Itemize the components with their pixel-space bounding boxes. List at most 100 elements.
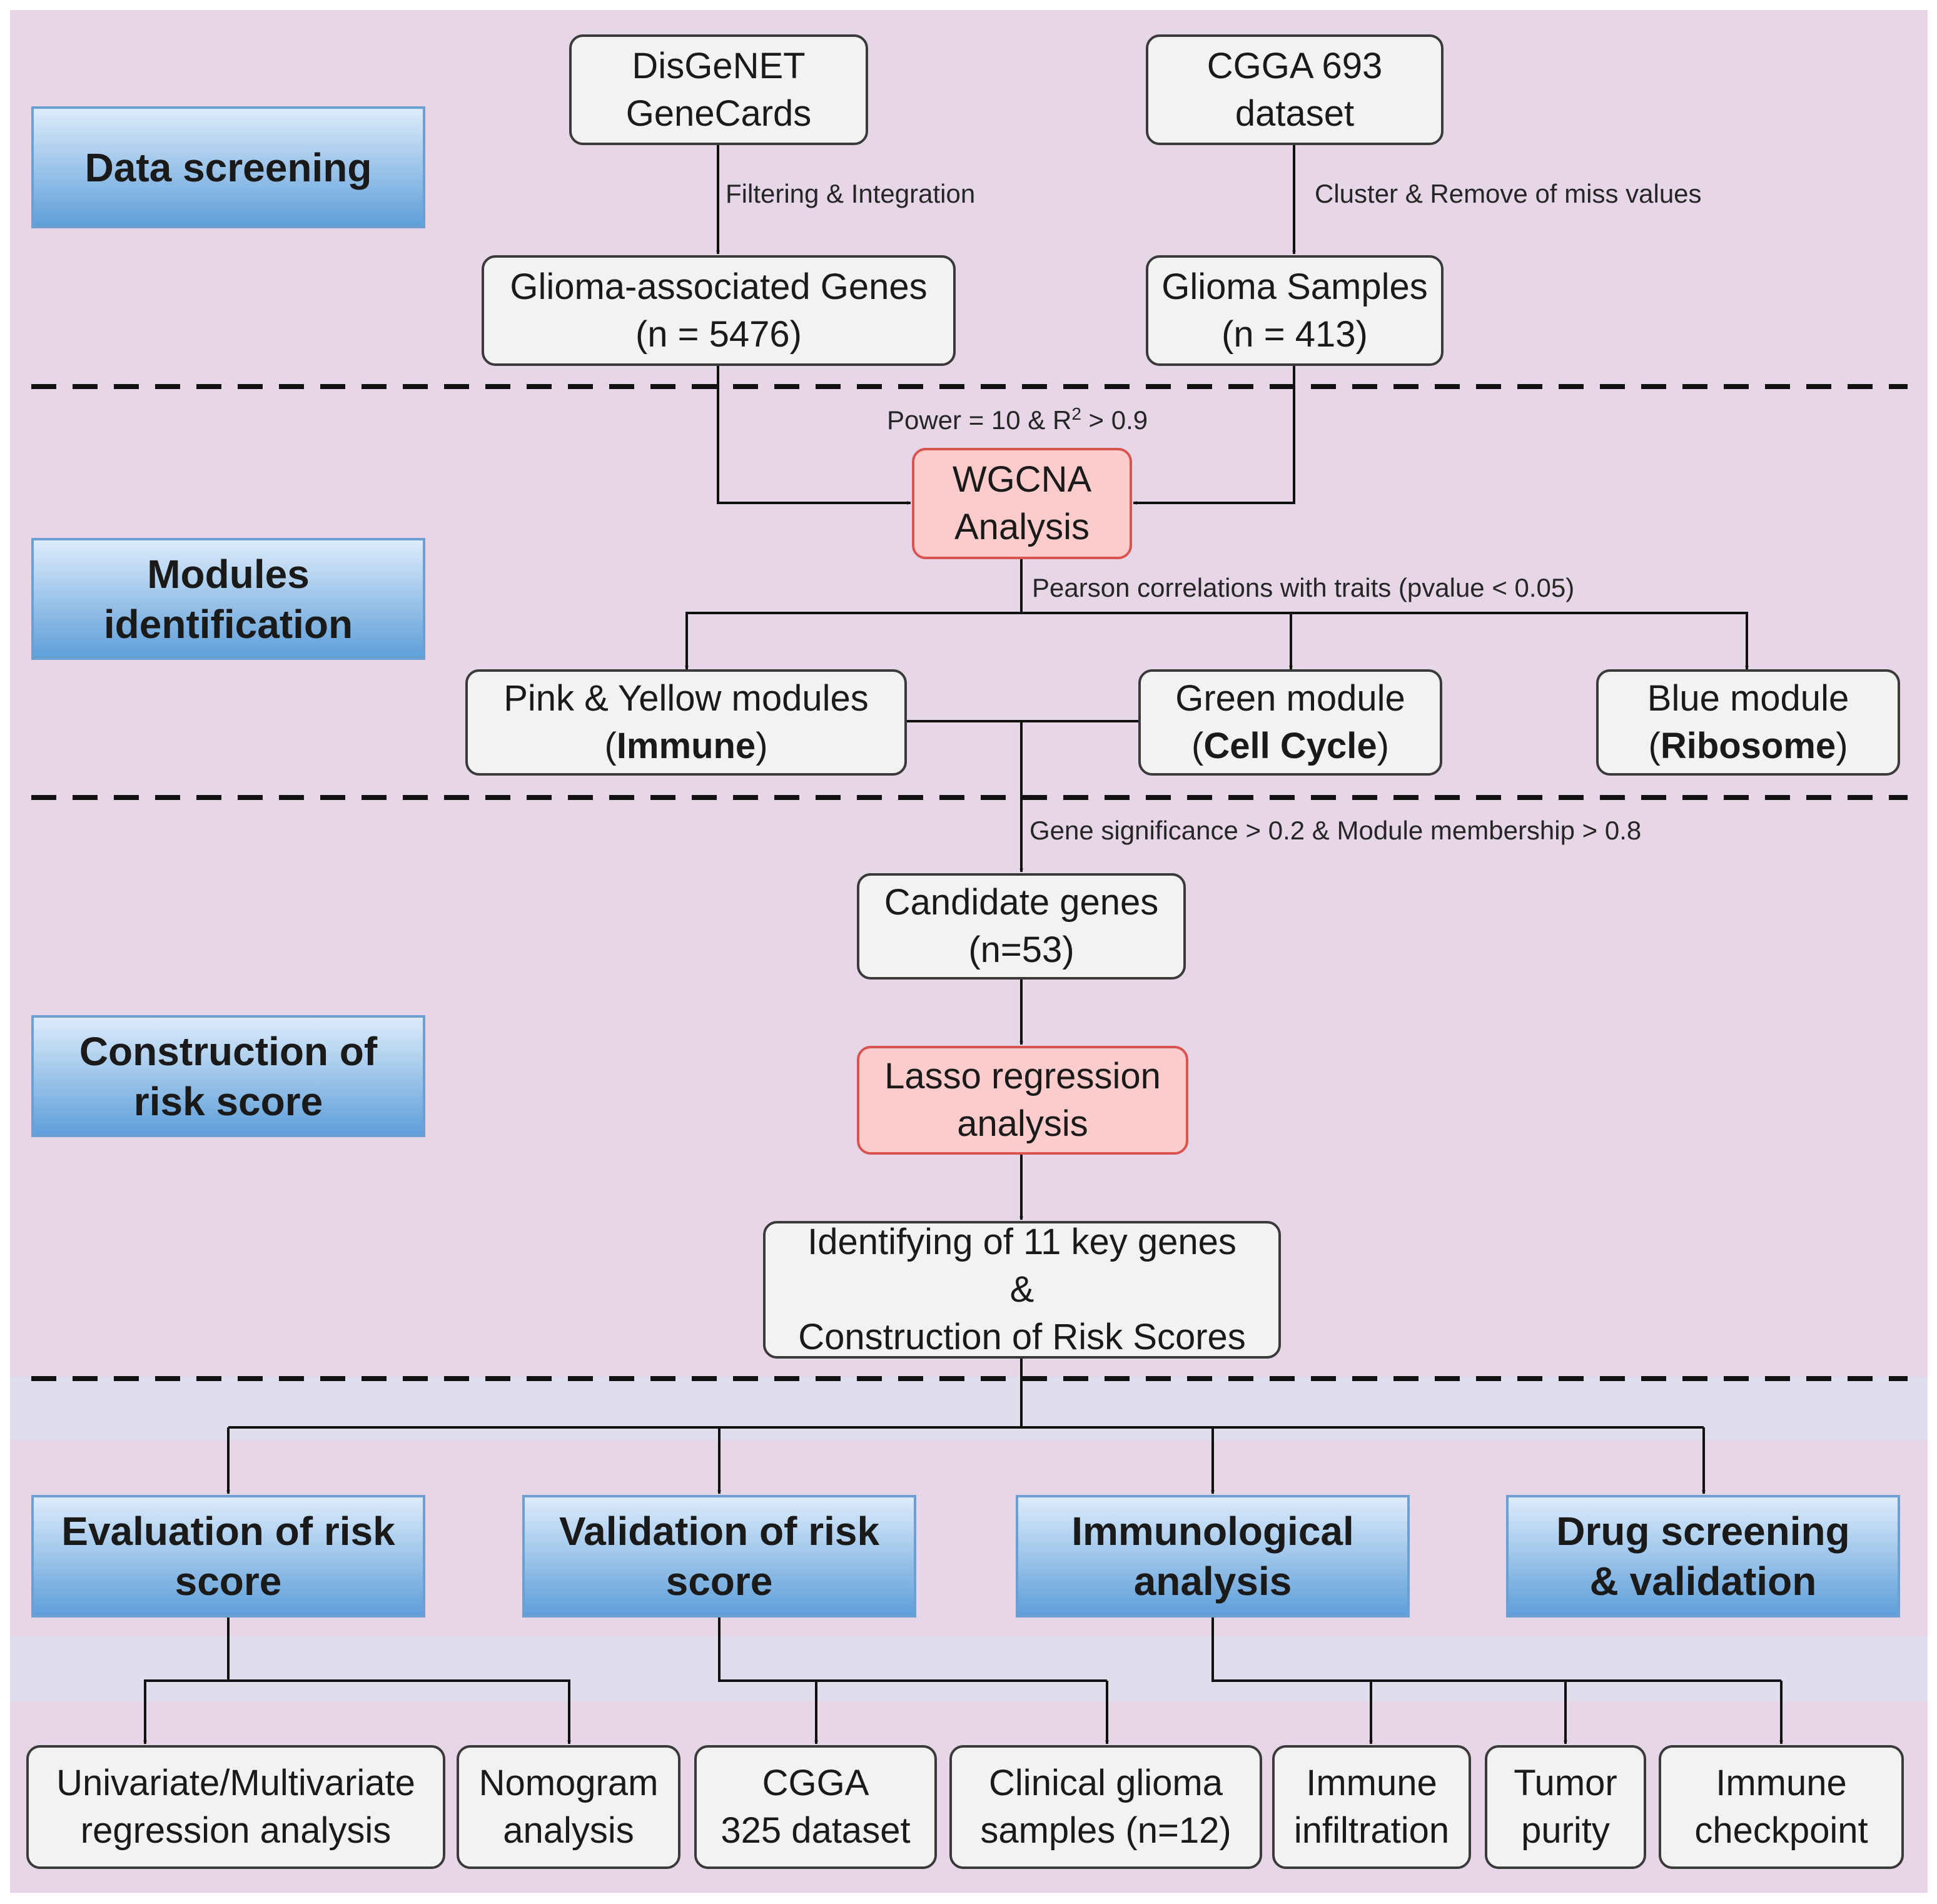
univariate-line2: regression analysis (80, 1810, 392, 1851)
node-genes-line1: Glioma-associated Genes (510, 266, 928, 307)
node-immune-checkpoint: Immune checkpoint (1659, 1745, 1904, 1869)
label-filtering: Filtering & Integration (726, 179, 976, 208)
label-power: Power = 10 & R2 > 0.9 (887, 404, 1148, 435)
node-samples-line1: Glioma Samples (1161, 266, 1428, 307)
stage-modules-line1: Modules (147, 551, 310, 597)
drug-line1: Drug screening (1556, 1509, 1850, 1554)
node-key-genes-risk-scores: Identifying of 11 key genes & Constructi… (763, 1221, 1281, 1359)
label-power-prefix: Power = 10 & R (887, 405, 1072, 435)
node-green-line2: (Cell Cycle) (1191, 722, 1389, 770)
drug-line2: & validation (1589, 1559, 1817, 1604)
arrow-to-blue-module (1291, 612, 1749, 670)
blue-bold-ribosome: Ribosome (1660, 726, 1836, 766)
evaluation-line1: Evaluation of risk (61, 1509, 395, 1554)
node-candidate-genes: Candidate genes (n=53) (857, 873, 1186, 980)
node-blue-module: Blue module (Ribosome) (1596, 669, 1900, 776)
clinical-line2: samples (n=12) (980, 1810, 1231, 1851)
node-univariate-multivariate: Univariate/Multivariate regression analy… (26, 1745, 445, 1869)
blue-paren-open: ( (1648, 726, 1661, 766)
node-wgcna: WGCNA Analysis (912, 448, 1132, 559)
stage-data-screening: Data screening (31, 106, 425, 228)
immunological-line2: analysis (1133, 1559, 1292, 1604)
infiltration-line1: Immune (1306, 1763, 1437, 1803)
node-tumor-purity: Tumor purity (1485, 1745, 1646, 1869)
pink-paren-close: ) (756, 726, 768, 766)
stage-construction-line2: risk score (133, 1078, 323, 1124)
label-pearson: Pearson correlations with traits (pvalue… (1032, 573, 1575, 602)
stage-drug-screening: Drug screening & validation (1506, 1495, 1900, 1618)
nomogram-line2: analysis (503, 1810, 634, 1851)
checkpoint-line2: checkpoint (1694, 1810, 1868, 1851)
node-key-line1: Identifying of 11 key genes (807, 1222, 1237, 1262)
node-blue-line1: Blue module (1647, 678, 1849, 719)
immunological-line1: Immunological (1071, 1509, 1354, 1554)
node-glioma-samples: Glioma Samples (n = 413) (1146, 255, 1444, 366)
arrow-to-pink-module (685, 612, 1021, 670)
node-cgga325: CGGA 325 dataset (694, 1745, 937, 1869)
stage-immunological: Immunological analysis (1016, 1495, 1410, 1618)
node-candidate-line1: Candidate genes (884, 882, 1159, 923)
node-blue-line2: (Ribosome) (1648, 722, 1848, 770)
stage-evaluation: Evaluation of risk score (31, 1495, 425, 1618)
node-cgga693: CGGA 693 dataset (1146, 34, 1444, 145)
node-key-line2: & (1009, 1269, 1034, 1310)
arrow-to-univariate (143, 1679, 228, 1744)
node-disgenet-genecards: DisGeNET GeneCards (569, 34, 868, 145)
line-immunological-branch (1211, 1618, 1781, 1682)
checkpoint-line1: Immune (1716, 1763, 1847, 1803)
validation-line2: score (665, 1559, 773, 1604)
stage-modules-line2: identification (103, 601, 353, 647)
node-lasso-line2: analysis (957, 1103, 1088, 1144)
node-clinical-samples: Clinical glioma samples (n=12) (949, 1745, 1262, 1869)
green-paren-open: ( (1191, 726, 1204, 766)
node-samples-line2: (n = 413) (1221, 313, 1368, 355)
node-candidate-line2: (n=53) (968, 929, 1075, 970)
arrow-genes-to-wgcna (717, 366, 911, 505)
label-power-sup: 2 (1071, 404, 1081, 423)
label-power-suffix: > 0.9 (1081, 405, 1148, 435)
node-key-line3: Construction of Risk Scores (798, 1317, 1246, 1357)
label-cluster: Cluster & Remove of miss values (1315, 179, 1702, 208)
node-nomogram: Nomogram analysis (457, 1745, 680, 1869)
node-pink-line1: Pink & Yellow modules (503, 678, 869, 719)
label-gene-significance: Gene significance > 0.2 & Module members… (1029, 816, 1642, 845)
green-paren-close: ) (1377, 726, 1389, 766)
cgga325-line1: CGGA (762, 1763, 869, 1803)
stage-validation: Validation of risk score (522, 1495, 916, 1618)
stage-data-screening-label: Data screening (84, 144, 372, 190)
line-validation-branch (718, 1618, 1107, 1682)
node-cgga693-line2: dataset (1235, 93, 1355, 134)
node-green-module: Green module (Cell Cycle) (1138, 669, 1442, 776)
stage-modules-identification: Modules identification (31, 538, 425, 660)
node-wgcna-line1: WGCNA (952, 459, 1092, 500)
stage-construction-line1: Construction of (79, 1028, 378, 1074)
arrow-to-nomogram (228, 1679, 571, 1744)
green-bold-cell-cycle: Cell Cycle (1203, 726, 1377, 766)
blue-paren-close: ) (1836, 726, 1848, 766)
validation-line1: Validation of risk (559, 1509, 880, 1554)
purity-line1: Tumor (1514, 1763, 1617, 1803)
clinical-line1: Clinical glioma (989, 1763, 1223, 1803)
nomogram-line1: Nomogram (478, 1763, 659, 1803)
node-lasso-line1: Lasso regression (884, 1056, 1161, 1096)
background-band-3 (10, 1636, 1928, 1701)
node-lasso-regression: Lasso regression analysis (857, 1046, 1188, 1155)
node-pink-yellow-modules: Pink & Yellow modules (Immune) (465, 669, 907, 776)
node-wgcna-line2: Analysis (954, 507, 1090, 547)
node-disgenet-label: DisGeNET (632, 45, 806, 86)
arrow-to-green-module (1021, 612, 1293, 670)
arrow-samples-to-wgcna (1133, 366, 1295, 505)
cgga325-line2: 325 dataset (721, 1810, 911, 1851)
node-immune-infiltration: Immune infiltration (1272, 1745, 1471, 1869)
background-band-1 (10, 1377, 1928, 1440)
node-pink-line2: (Immune) (604, 722, 767, 770)
node-cgga693-line1: CGGA 693 (1206, 45, 1383, 86)
purity-line2: purity (1521, 1810, 1610, 1851)
pink-bold-immune: Immune (616, 726, 756, 766)
infiltration-line2: infiltration (1293, 1810, 1450, 1851)
node-glioma-genes: Glioma-associated Genes (n = 5476) (482, 255, 956, 366)
stage-construction-risk-score: Construction of risk score (31, 1015, 425, 1137)
pink-paren-open: ( (604, 726, 617, 766)
evaluation-line2: score (174, 1559, 282, 1604)
